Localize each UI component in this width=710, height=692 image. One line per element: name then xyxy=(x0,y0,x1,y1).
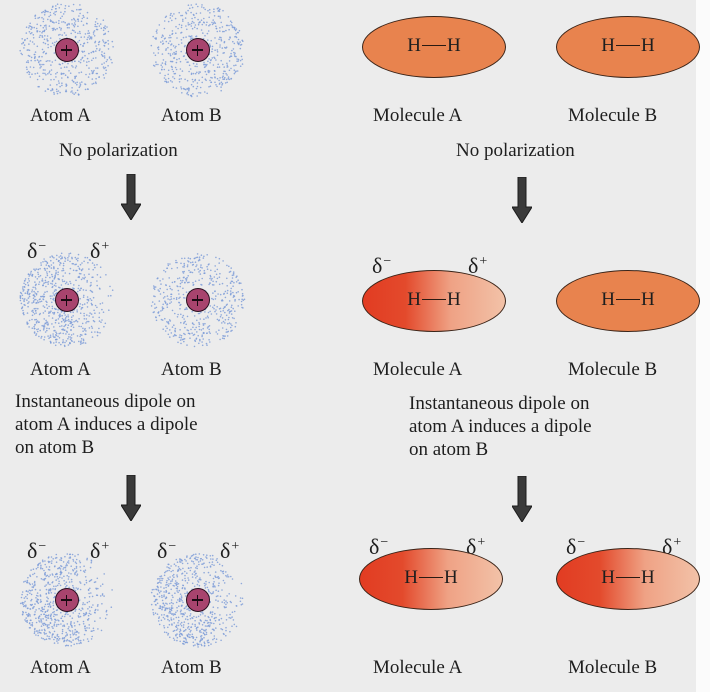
atom-b-row3 xyxy=(148,550,248,650)
molecule-b-label: Molecule B xyxy=(568,657,658,678)
delta-plus-label: δ+ xyxy=(468,253,488,278)
nucleus-plus-icon xyxy=(55,288,79,312)
caption-induced-dipole: Instantaneous dipole on atom A induces a… xyxy=(409,393,592,460)
molecule-a-label: Molecule A xyxy=(373,105,463,126)
molecule-b-label: Molecule B xyxy=(568,359,658,380)
delta-plus-label: δ+ xyxy=(90,238,110,263)
down-arrow-icon xyxy=(121,475,141,521)
nucleus-plus-icon xyxy=(186,588,210,612)
atom-a-row1 xyxy=(17,0,117,100)
down-arrow-icon xyxy=(512,177,532,223)
bond-line xyxy=(419,576,443,578)
nucleus-plus-icon xyxy=(186,38,210,62)
delta-minus-label: δ− xyxy=(27,238,47,263)
atom-a-label: Atom A xyxy=(30,105,91,126)
atom-b-row1 xyxy=(148,0,248,100)
delta-plus-label: δ+ xyxy=(662,534,682,559)
atom-b-label: Atom B xyxy=(161,657,222,678)
nucleus-plus-icon xyxy=(186,288,210,312)
delta-minus-label: δ− xyxy=(566,534,586,559)
caption-induced-dipole: Instantaneous dipole on atom A induces a… xyxy=(15,391,198,458)
nucleus-plus-icon xyxy=(55,38,79,62)
delta-minus-label: δ− xyxy=(157,538,177,563)
down-arrow-icon xyxy=(512,476,532,522)
delta-minus-label: δ− xyxy=(372,253,392,278)
caption-no-polarization: No polarization xyxy=(456,140,575,161)
delta-minus-label: δ− xyxy=(27,538,47,563)
bond-line xyxy=(616,298,640,300)
molecule-a-label: Molecule A xyxy=(373,657,463,678)
atom-a-label: Atom A xyxy=(30,657,91,678)
delta-plus-label: δ+ xyxy=(220,538,240,563)
nucleus-plus-icon xyxy=(55,588,79,612)
delta-plus-label: δ+ xyxy=(90,538,110,563)
bond-line xyxy=(616,576,640,578)
delta-plus-label: δ+ xyxy=(466,534,486,559)
atom-b-label: Atom B xyxy=(161,359,222,380)
bond-line xyxy=(616,44,640,46)
atom-b-label: Atom B xyxy=(161,105,222,126)
molecule-b-label: Molecule B xyxy=(568,105,658,126)
molecule-a-label: Molecule A xyxy=(373,359,463,380)
right-margin-strip xyxy=(696,0,710,692)
atom-a-row2 xyxy=(17,250,117,350)
down-arrow-icon xyxy=(121,174,141,220)
atom-a-row3 xyxy=(17,550,117,650)
delta-minus-label: δ− xyxy=(369,534,389,559)
bond-line xyxy=(422,44,446,46)
atom-a-label: Atom A xyxy=(30,359,91,380)
electron-cloud-icon xyxy=(19,252,114,348)
caption-no-polarization: No polarization xyxy=(59,140,178,161)
atom-b-row2 xyxy=(148,250,248,350)
bond-line xyxy=(422,298,446,300)
